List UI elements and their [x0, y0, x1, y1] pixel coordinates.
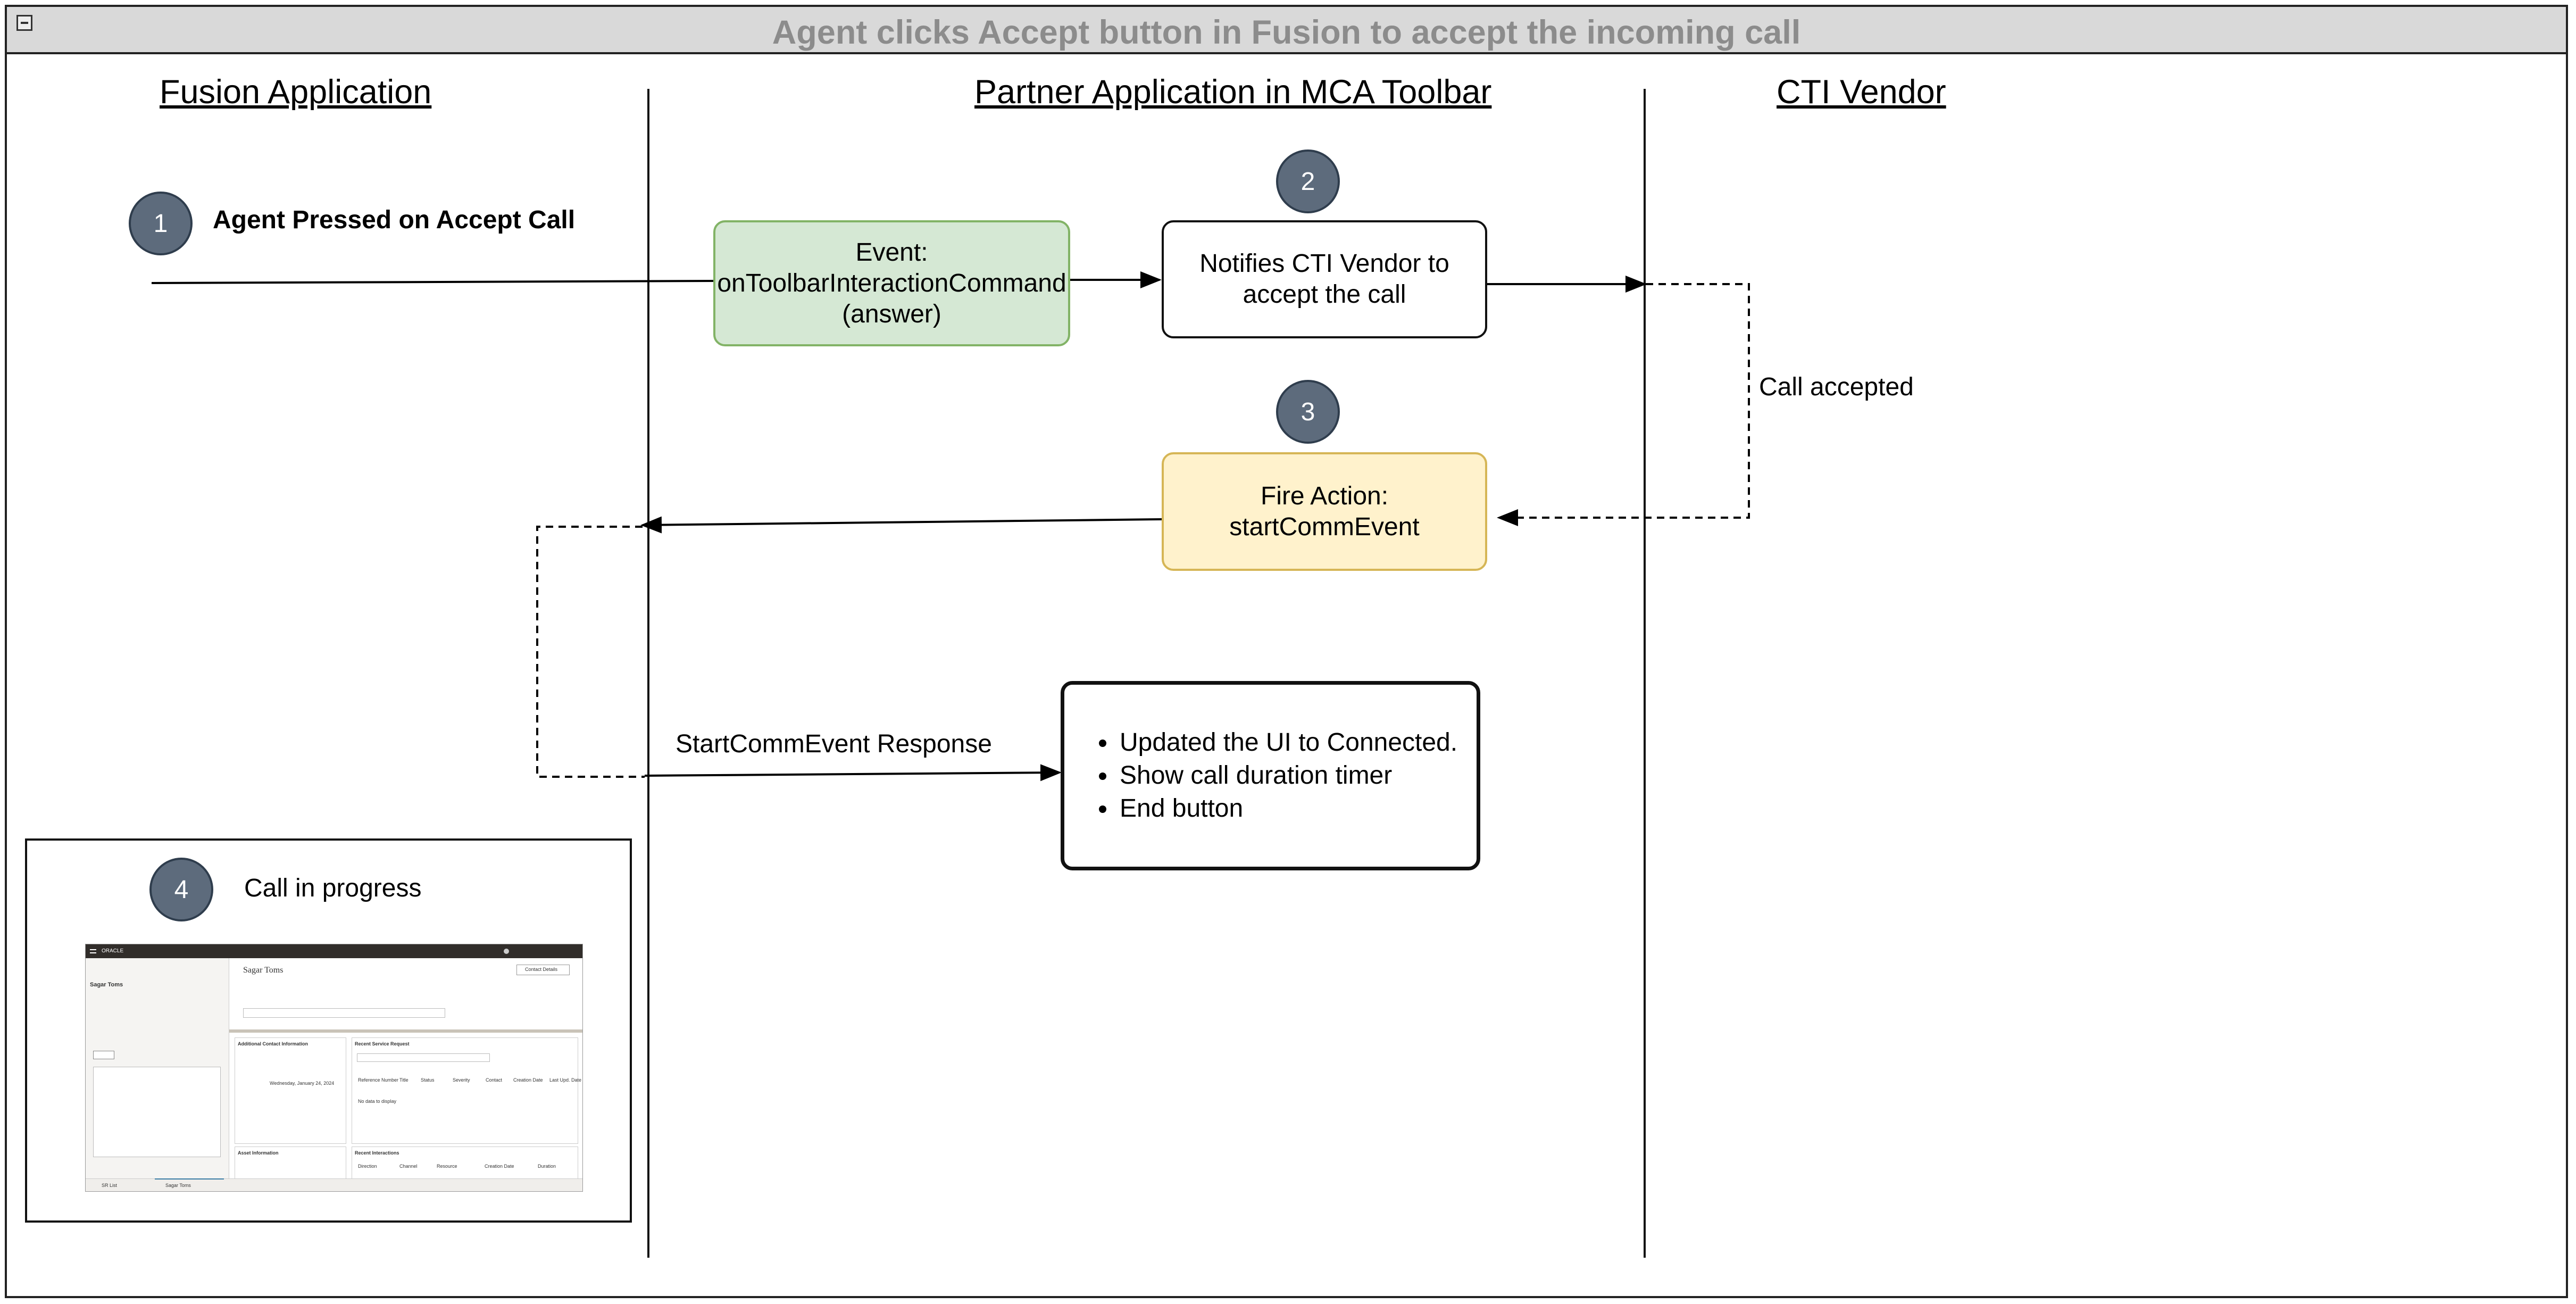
- app-col-status: Status: [421, 1077, 435, 1083]
- app-col-title: Title: [399, 1077, 409, 1083]
- note-item: Show call duration timer: [1118, 759, 1457, 792]
- lane-title-cti: CTI Vendor: [1777, 73, 1946, 111]
- app-bottom-tabbar: [86, 1178, 582, 1191]
- step-badge-2: 2: [1276, 149, 1340, 213]
- app-panel-service: [352, 1037, 578, 1144]
- app-filter-field: [357, 1053, 490, 1062]
- lane-title-partner: Partner Application in MCA Toolbar: [974, 73, 1492, 111]
- app-verify-button: [93, 1051, 114, 1059]
- lane-title-fusion: Fusion Application: [160, 73, 432, 111]
- app-col-contact: Contact: [486, 1077, 503, 1083]
- app-contact-details-label: Contact Details: [525, 967, 558, 972]
- app-screenshot-thumbnail: ORACLE Sagar Toms Sagar Toms Contact Det…: [85, 944, 583, 1192]
- app-contact-details-button: [516, 965, 570, 975]
- app-col-last-upd: Last Upd. Date: [549, 1077, 582, 1083]
- app-top-bar: [86, 944, 582, 958]
- step-badge-4: 4: [149, 858, 213, 921]
- app-int-col-resource: Resource: [437, 1164, 457, 1169]
- app-col-creation: Creation Date: [513, 1077, 543, 1083]
- app-brand: ORACLE: [102, 948, 124, 954]
- app-panel-additional: [235, 1037, 346, 1144]
- event-box: Event: onToolbarInteractionCommand (answ…: [713, 220, 1070, 346]
- app-panel-additional-title: Additional Contact Information: [238, 1041, 308, 1046]
- step-badge-3: 3: [1276, 380, 1340, 444]
- call-in-progress-inset: [25, 838, 632, 1223]
- lane-divider-left: [647, 89, 649, 1258]
- collapse-icon[interactable]: [16, 15, 32, 31]
- notify-box: Notifies CTI Vendor to accept the call: [1162, 220, 1487, 338]
- notes-list: Updated the UI to Connected. Show call d…: [1070, 726, 1457, 825]
- app-left-contact: Sagar Toms: [90, 982, 123, 988]
- step-4-label: Call in progress: [244, 874, 422, 902]
- app-no-data: No data to display: [358, 1099, 397, 1104]
- note-item: Updated the UI to Connected.: [1118, 726, 1457, 759]
- diagram-title: Agent clicks Accept button in Fusion to …: [772, 14, 1801, 51]
- app-int-col-direction: Direction: [358, 1164, 377, 1169]
- fire-action-box: Fire Action: startCommEvent: [1162, 452, 1487, 571]
- step-badge-1: 1: [129, 192, 193, 255]
- app-col-reference: Reference Number: [358, 1077, 399, 1083]
- app-col-severity: Severity: [453, 1077, 470, 1083]
- app-menu-icon: [90, 949, 96, 953]
- response-label: StartCommEvent Response: [676, 730, 992, 758]
- app-tab-active-indicator: [155, 1178, 224, 1180]
- app-toolbar-icons: [504, 949, 568, 954]
- app-panel-service-title: Recent Service Request: [355, 1041, 410, 1046]
- app-panel-asset-title: Asset Information: [238, 1150, 279, 1156]
- app-contact-title: Sagar Toms: [243, 966, 284, 975]
- app-tab-contact: Sagar Toms: [165, 1183, 191, 1188]
- diagram-frame: Agent clicks Accept button in Fusion to …: [5, 5, 2568, 1298]
- app-date-value: Wednesday, January 24, 2024: [270, 1081, 335, 1086]
- call-accepted-label: Call accepted: [1759, 373, 1914, 401]
- app-tab-sr-list: SR List: [102, 1183, 118, 1188]
- app-panel-interactions-title: Recent Interactions: [355, 1150, 399, 1156]
- app-int-col-creation: Creation Date: [485, 1164, 514, 1169]
- app-divider-strip: [229, 1029, 582, 1033]
- app-int-col-duration: Duration: [538, 1164, 556, 1169]
- app-notes-area: [93, 1067, 221, 1157]
- title-bar: Agent clicks Accept button in Fusion to …: [7, 7, 2566, 54]
- step-1-label: Agent Pressed on Accept Call: [213, 206, 576, 234]
- app-search-field: [243, 1008, 445, 1018]
- note-item: End button: [1118, 792, 1457, 825]
- app-int-col-channel: Channel: [399, 1164, 418, 1169]
- notes-box: Updated the UI to Connected. Show call d…: [1061, 681, 1480, 870]
- lane-divider-right: [1644, 89, 1646, 1258]
